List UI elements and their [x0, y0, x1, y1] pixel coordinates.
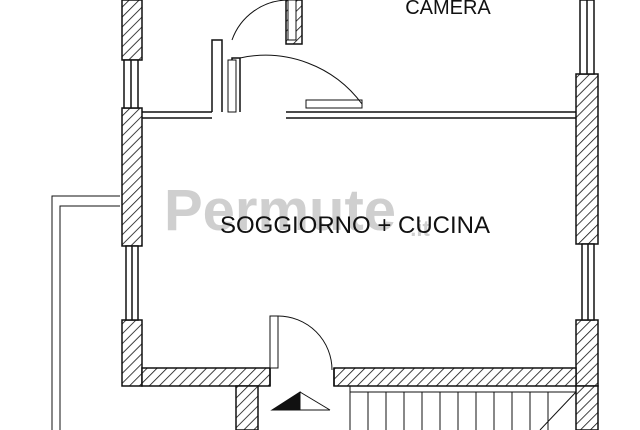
stair-arrow [270, 391, 301, 411]
stairs [257, 386, 577, 430]
wall-left-upper [121, 0, 143, 61]
door-swing-camera-top [231, 0, 289, 41]
door-leaf-bottom [269, 315, 279, 369]
door-swing-camera-bottom [239, 54, 363, 105]
wall-left-lower [121, 319, 143, 387]
door-swing-bottom [277, 315, 333, 371]
door-leaf-camera-bottom [305, 99, 363, 109]
wall-left-middle [121, 107, 143, 247]
wall-bottom-left [141, 367, 271, 387]
door-leaf-corridor [227, 59, 237, 113]
wall-right-upper [575, 73, 599, 245]
watermark-suffix: .it [410, 216, 430, 241]
room-label-soggiorno: SOGGIORNO + CUCINA [220, 212, 490, 239]
balcony-outline [51, 195, 120, 430]
wall-right-lower [575, 319, 599, 387]
doors [227, 0, 363, 371]
watermark: Permute .it [164, 178, 430, 243]
partitions [123, 0, 595, 386]
walls [121, 0, 599, 430]
watermark-main: Permute [164, 178, 396, 243]
room-label-camera: CAMERA [405, 0, 491, 19]
wall-stair-right [575, 385, 599, 430]
wall-stair-left [235, 385, 259, 430]
door-leaf-camera-top [287, 0, 297, 41]
wall-bottom-right [333, 367, 577, 387]
